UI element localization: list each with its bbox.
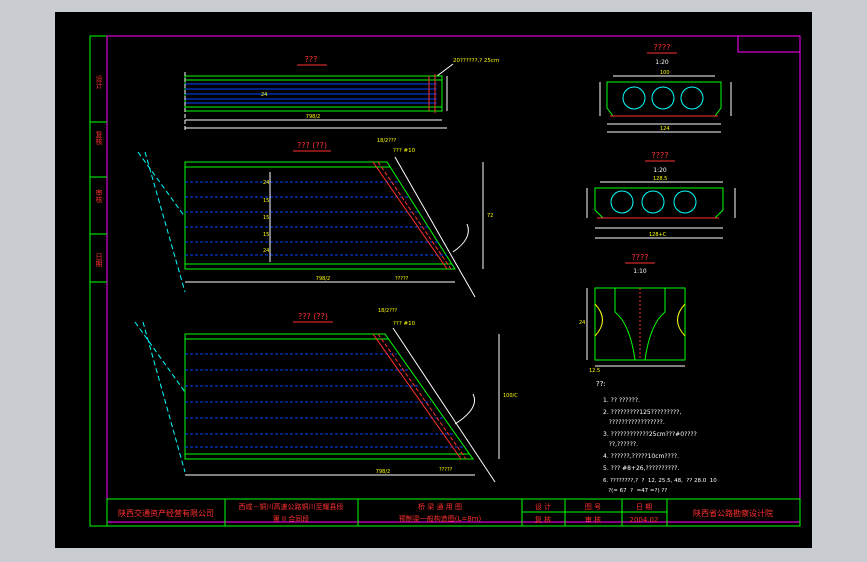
side-label-0: 设计: [95, 74, 103, 90]
svg-text:100/C: 100/C: [503, 393, 518, 399]
tb-drawing-1: 桥 梁 通 用 图: [418, 502, 462, 511]
note-6: 5. ??? #8+26,??????????.: [603, 465, 679, 472]
side-label-1: 复核: [95, 130, 103, 146]
tb-company: 陕西交通资产经营有限公司: [118, 508, 214, 518]
bottom-callout-b: ??? #10: [393, 321, 416, 327]
tb-design-label: 设 计: [535, 502, 551, 511]
cad-drawing: 设计 复核 审核 日期 ??? 20??????,? 25cm 798/2 24…: [89, 35, 801, 527]
svg-text:15: 15: [263, 198, 269, 204]
tb-institute: 陕西省公路勘察设计院: [693, 508, 773, 518]
middle-view: ??? (??) 18/2??? ??? #10 798/2 72 24 15 …: [137, 138, 493, 298]
section-2: ???? 1:20 128.5 128+C: [586, 151, 736, 239]
mid-callout-a: 18/2???: [377, 138, 397, 144]
note-2: ?????????????????.: [603, 419, 665, 426]
side-strip: 设计 复核 审核 日期: [90, 74, 107, 283]
top-view: ??? 20??????,? 25cm 798/2 24: [184, 55, 499, 130]
svg-text:12.5: 12.5: [589, 368, 600, 374]
tb-date-label: 日 期: [636, 503, 652, 511]
top-view-title: ???: [305, 55, 318, 64]
svg-text:?????: ?????: [395, 276, 409, 282]
side-label-2: 审核: [95, 188, 103, 204]
svg-text:?????: ?????: [439, 467, 453, 473]
svg-text:24: 24: [261, 92, 267, 98]
bottom-view-title: ??? (??): [298, 312, 328, 321]
mid-dim: 798/2: [316, 276, 330, 282]
svg-text:24: 24: [579, 320, 585, 326]
svg-text:15: 15: [263, 215, 269, 221]
tb-check-label: 复 核: [535, 515, 551, 524]
section2-scale: 1:20: [653, 167, 667, 174]
corner-box: [737, 35, 801, 53]
section1-title: ????: [654, 43, 671, 52]
svg-text:24: 24: [263, 180, 269, 186]
note-5: 4. ??????,?????10cm????.: [603, 453, 679, 460]
tb-date-value: 2004.02: [630, 516, 659, 524]
inner-frame: [106, 35, 801, 523]
side-label-3: 日期: [95, 253, 103, 268]
section3-title: ????: [632, 253, 649, 262]
bottom-view: ??? (??) 18/2??? ??? #10 798/2 100/C ???…: [134, 308, 518, 483]
top-dim: 798/2: [306, 114, 320, 120]
tb-project-1: 西咸－铜川高速公路铜川至耀县段: [239, 502, 344, 511]
note-0: 1. ?? ??????.: [603, 397, 640, 404]
note-8: ?(= 67 ? =47 =?) ??: [603, 488, 667, 494]
tb-drawing-2: 预制梁一般构造图(L=8m): [399, 514, 482, 523]
drawing-viewport: 设计 复核 审核 日期 ??? 20??????,? 25cm 798/2 24…: [55, 12, 812, 548]
top-view-note: 20??????,? 25cm: [453, 58, 499, 64]
section-1: ???? 1:20 100 124: [599, 43, 732, 133]
tb-drawing-no-label: 图 号: [585, 503, 601, 511]
mid-callout-b: ??? #10: [393, 148, 416, 154]
svg-text:124: 124: [660, 126, 670, 132]
svg-text:24: 24: [263, 248, 269, 254]
svg-text:15: 15: [263, 232, 269, 238]
tb-project-2: 第 II 合同段: [273, 514, 310, 523]
section1-scale: 1:20: [655, 59, 669, 66]
svg-text:128.5: 128.5: [653, 176, 667, 182]
note-1: 2. ?????????125?????????,: [603, 409, 681, 416]
bottom-callout-a: 18/2???: [378, 308, 398, 314]
svg-text:72: 72: [487, 213, 493, 219]
tb-review-label: 审 核: [585, 515, 601, 524]
note-7: 6. ????????,? ? 12, 25.5, 48, ?? 28.0 10: [603, 478, 717, 484]
section-3: ???? 1:10 24 12.5: [579, 253, 686, 374]
notes: ??: 1. ?? ??????. 2. ?????????125???????…: [596, 380, 717, 494]
note-4: ??,??????.: [603, 441, 638, 448]
svg-text:128+C: 128+C: [649, 232, 667, 238]
svg-text:100: 100: [660, 70, 670, 76]
section2-title: ????: [652, 151, 669, 160]
title-block: 陕西交通资产经营有限公司 西咸－铜川高速公路铜川至耀县段 第 II 合同段 桥 …: [106, 498, 801, 527]
notes-title: ??:: [596, 380, 606, 388]
mid-view-title: ??? (??): [297, 141, 327, 150]
note-3: 3. ????????????25cm???#0????: [603, 431, 697, 438]
outer-frame: [89, 35, 801, 527]
bottom-dim: 798/2: [376, 469, 390, 475]
section3-scale: 1:10: [633, 268, 647, 275]
